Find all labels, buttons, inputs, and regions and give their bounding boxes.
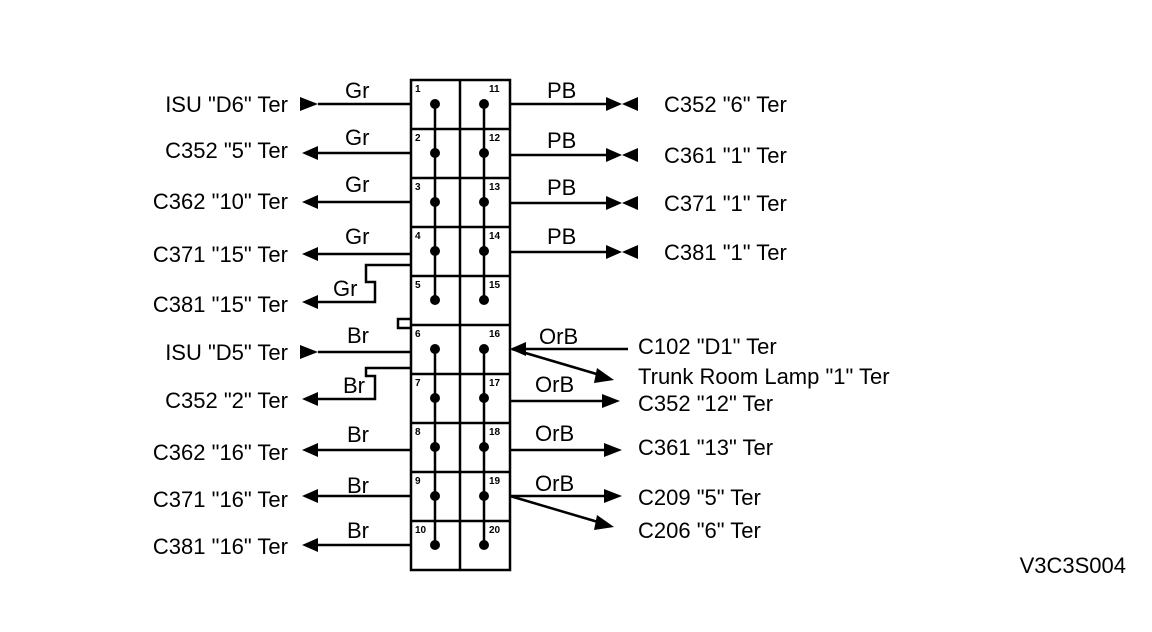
arrow-out-icon	[302, 443, 318, 457]
terminal-label: C361 "1" Ter	[664, 143, 787, 168]
connector-block	[409, 78, 512, 572]
pin-dots	[430, 99, 489, 550]
right-terminal-labels: C352 "6" Ter C361 "1" Ter C371 "1" Ter C…	[638, 92, 890, 543]
pin-number: 17	[489, 378, 501, 389]
arrow-out-icon	[602, 394, 620, 408]
double-arrow-icon	[622, 148, 638, 162]
double-arrow-icon	[622, 196, 638, 210]
arrow-in-icon	[300, 345, 318, 359]
terminal-label: C352 "12" Ter	[638, 391, 773, 416]
pin-number: 11	[489, 84, 500, 95]
pin-number: 16	[489, 329, 501, 340]
wire-color: PB	[547, 175, 576, 200]
left-arrowheads	[300, 97, 318, 552]
pin-number: 12	[489, 133, 501, 144]
wire-color: OrB	[535, 372, 574, 397]
terminal-label: C362 "16" Ter	[153, 440, 288, 465]
arrow-out-icon	[594, 515, 614, 530]
arrow-in-icon	[510, 342, 526, 356]
arrow-out-icon	[302, 392, 318, 406]
left-terminal-labels: ISU "D6" Ter C352 "5" Ter C362 "10" Ter …	[153, 92, 288, 559]
arrow-in-icon	[300, 97, 318, 111]
pin-number: 4	[415, 231, 421, 242]
wire-color: Br	[347, 422, 369, 447]
double-arrow-icon	[606, 97, 622, 111]
arrow-out-icon	[604, 489, 622, 503]
left-wire-codes: Gr Gr Gr Gr Gr Br Br Br Br Br	[333, 78, 369, 543]
wire-color: Br	[347, 323, 369, 348]
wire-color: OrB	[535, 471, 574, 496]
terminal-label: C209 "5" Ter	[638, 485, 761, 510]
wire-color: PB	[547, 128, 576, 153]
wire-color: PB	[547, 224, 576, 249]
right-arrowheads	[510, 97, 638, 530]
terminal-label: C381 "16" Ter	[153, 534, 288, 559]
double-arrow-icon	[622, 97, 638, 111]
arrow-out-icon	[594, 368, 614, 383]
terminal-label: C371 "1" Ter	[664, 191, 787, 216]
terminal-label: C352 "6" Ter	[664, 92, 787, 117]
pin-number: 19	[489, 476, 501, 487]
pin-number: 5	[415, 280, 421, 291]
pin-numbers-left: 1 2 3 4 5 6 7 8 9 10	[415, 84, 427, 536]
pin-number: 14	[489, 231, 501, 242]
terminal-label: C352 "2" Ter	[165, 388, 288, 413]
wire-color: OrB	[535, 421, 574, 446]
arrow-out-icon	[604, 443, 622, 457]
pin-number: 18	[489, 427, 501, 438]
wire-color: PB	[547, 78, 576, 103]
terminal-label: C102 "D1" Ter	[638, 334, 777, 359]
pin-number: 1	[415, 84, 421, 95]
terminal-label: C206 "6" Ter	[638, 518, 761, 543]
pin-number: 13	[489, 182, 501, 193]
terminal-label: ISU "D5" Ter	[165, 340, 288, 365]
terminal-label: C381 "15" Ter	[153, 292, 288, 317]
pin-number: 20	[489, 525, 501, 536]
left-wires	[318, 102, 411, 547]
arrow-out-icon	[302, 195, 318, 209]
terminal-label: C371 "15" Ter	[153, 242, 288, 267]
right-wires	[509, 102, 628, 524]
wire-color: Gr	[345, 224, 369, 249]
terminal-label: ISU "D6" Ter	[165, 92, 288, 117]
terminal-label: C352 "5" Ter	[165, 138, 288, 163]
pin-number: 9	[415, 476, 421, 487]
wire-color: Br	[347, 518, 369, 543]
pin-number: 15	[489, 280, 501, 291]
wire-color: Br	[343, 373, 365, 398]
figure-code: V3C3S004	[1020, 553, 1126, 578]
terminal-label: C362 "10" Ter	[153, 189, 288, 214]
arrow-out-icon	[302, 146, 318, 160]
wire-color: Gr	[345, 125, 369, 150]
wire-color: Br	[347, 473, 369, 498]
right-wire-codes: PB PB PB PB OrB OrB OrB OrB	[535, 78, 578, 496]
double-arrow-icon	[622, 245, 638, 259]
wire-color: OrB	[539, 324, 578, 349]
arrow-out-icon	[302, 295, 318, 309]
terminal-label: C371 "16" Ter	[153, 487, 288, 512]
double-arrow-icon	[606, 245, 622, 259]
double-arrow-icon	[606, 196, 622, 210]
arrow-out-icon	[302, 247, 318, 261]
pin-number: 3	[415, 182, 421, 193]
wire-color: Gr	[333, 276, 357, 301]
pin-number: 10	[415, 525, 427, 536]
pin-number: 8	[415, 427, 421, 438]
pin-number: 7	[415, 378, 421, 389]
arrow-out-icon	[302, 538, 318, 552]
terminal-label: C361 "13" Ter	[638, 435, 773, 460]
terminal-label: C381 "1" Ter	[664, 240, 787, 265]
arrow-out-icon	[302, 489, 318, 503]
pin-numbers-right: 11 12 13 14 15 16 17 18 19 20	[489, 84, 501, 536]
double-arrow-icon	[606, 148, 622, 162]
wire-color: Gr	[345, 78, 369, 103]
wire-color: Gr	[345, 172, 369, 197]
pin-number: 6	[415, 329, 421, 340]
pin-number: 2	[415, 133, 421, 144]
terminal-label: Trunk Room Lamp "1" Ter	[638, 364, 890, 389]
